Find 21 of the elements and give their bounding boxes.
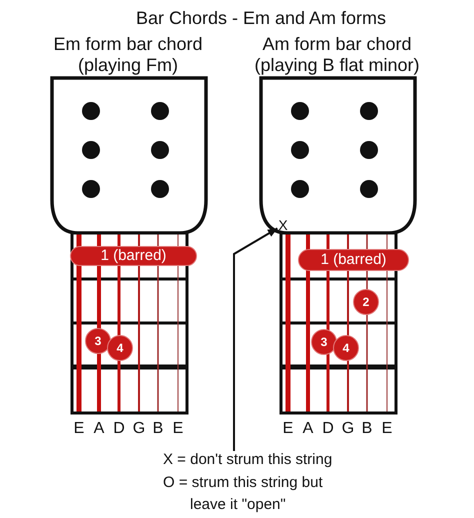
string-name: B — [152, 420, 164, 438]
string-name: D — [322, 420, 334, 438]
string-name: A — [302, 420, 314, 438]
barre-marker: 1 (barred) — [298, 249, 409, 271]
string-name: G — [132, 420, 146, 438]
string-name: E — [74, 420, 84, 438]
leader-arrow — [233, 228, 278, 451]
string-name: E — [282, 420, 294, 438]
barre-marker: 1 (barred) — [70, 246, 197, 266]
muted-string-mark: X — [277, 218, 289, 232]
diagram-title: Bar Chords - Em and Am forms — [136, 7, 386, 29]
string-name: A — [94, 420, 104, 438]
string-name: B — [362, 420, 372, 438]
string-name: G — [342, 420, 354, 438]
note-text: O = strum this string but leave it "open" — [163, 473, 324, 515]
note-text: X = don't strum this string — [163, 451, 332, 469]
string-name: D — [113, 420, 125, 438]
chord-heading: Em form bar chord (playing Fm) — [52, 34, 204, 76]
chord-heading: Am form bar chord (playing B flat minor) — [253, 34, 421, 76]
string-name: E — [382, 420, 392, 438]
string-name: E — [172, 420, 184, 438]
